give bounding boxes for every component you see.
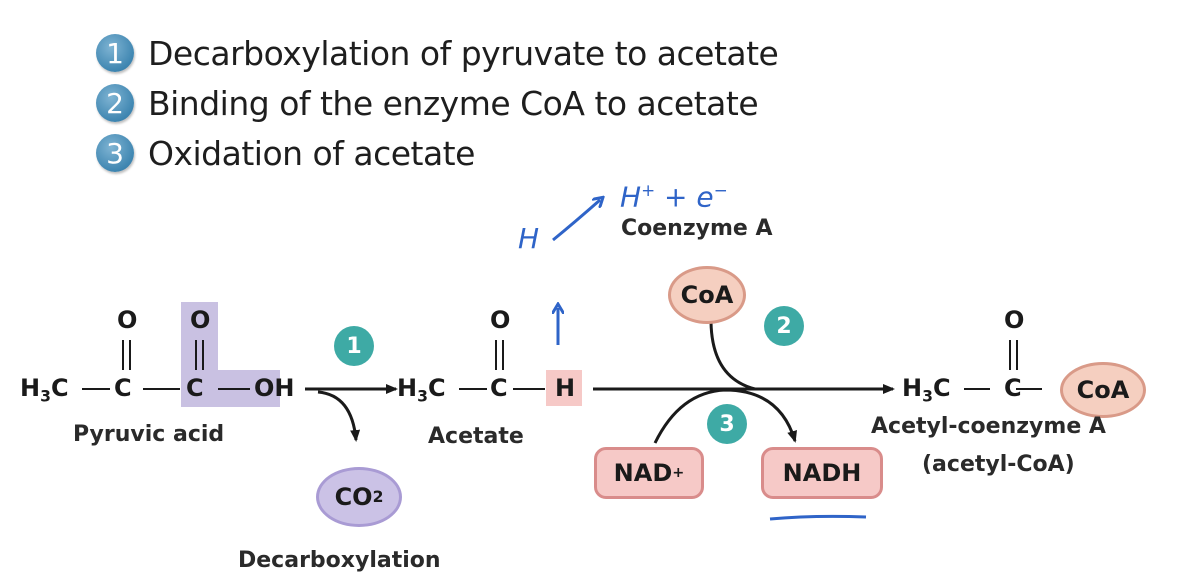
acetyl-coa-oxygen: O	[1004, 306, 1025, 334]
step-list: 1 Decarboxylation of pyruvate to acetate…	[96, 28, 779, 178]
acetyl-coa-carbon: C	[1004, 374, 1022, 402]
step-item: 2 Binding of the enzyme CoA to acetate	[96, 78, 778, 128]
pyruvic-h3c: H3C	[20, 374, 69, 406]
decarboxylation-label: Decarboxylation	[238, 548, 441, 573]
hydrogen-highlight	[546, 370, 582, 406]
nadh-box: NADH	[761, 447, 883, 499]
pyruvic-acid-label: Pyruvic acid	[73, 422, 225, 447]
pyruvic-carbon-1: C	[114, 374, 132, 402]
acetate-label: Acetate	[428, 424, 524, 449]
step-badge-2: 2	[764, 306, 804, 346]
handwritten-h-plus-e: H+ + e−	[620, 180, 728, 214]
acetyl-coa-label: Acetyl-coenzyme A	[871, 414, 1106, 439]
step-item: 3 Oxidation of acetate	[96, 128, 778, 178]
step-badge-1: 1	[334, 326, 374, 366]
coenzyme-a-label: Coenzyme A	[621, 216, 773, 241]
pyruvic-hydroxyl: OH	[254, 374, 295, 402]
acetate-hydrogen: H	[555, 374, 576, 402]
handwritten-h: H	[518, 222, 540, 255]
coa-oval: CoA	[668, 266, 746, 324]
acetyl-coa-sublabel: (acetyl-CoA)	[922, 452, 1075, 477]
nad-plus-box: NAD+	[594, 447, 704, 499]
step-number-bullet: 3	[96, 134, 134, 172]
acetate-carbon: C	[490, 374, 508, 402]
step-text: Decarboxylation of pyruvate to acetate	[148, 33, 779, 73]
acetyl-coa-h3c: H3C	[902, 374, 951, 406]
step-text: Binding of the enzyme CoA to acetate	[148, 83, 759, 123]
acetate-oxygen: O	[490, 306, 511, 334]
acetate-h3c: H3C	[397, 374, 446, 406]
step-text: Oxidation of acetate	[148, 133, 475, 173]
step-item: 1 Decarboxylation of pyruvate to acetate	[96, 28, 779, 78]
step-number-bullet: 2	[96, 84, 134, 122]
carboxyl-highlight	[181, 302, 280, 407]
step-badge-3: 3	[707, 404, 747, 444]
pyruvic-oxygen-2: O	[190, 306, 211, 334]
acetyl-coa-oval: CoA	[1060, 362, 1146, 418]
pyruvic-oxygen-1: O	[117, 306, 138, 334]
step-number-bullet: 1	[96, 34, 134, 72]
pyruvic-carbon-2: C	[186, 374, 204, 402]
